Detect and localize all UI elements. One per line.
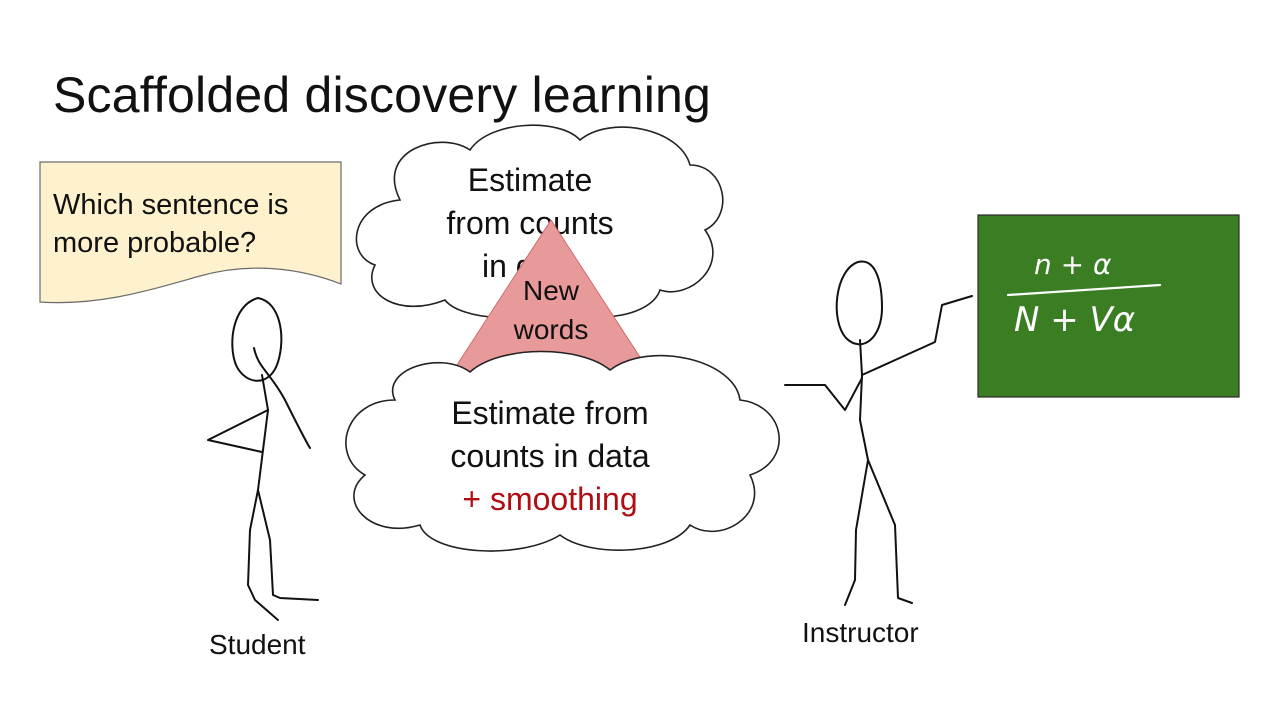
board-numerator: n + α	[1034, 248, 1111, 281]
board-denominator: N + Vα	[1014, 300, 1135, 340]
